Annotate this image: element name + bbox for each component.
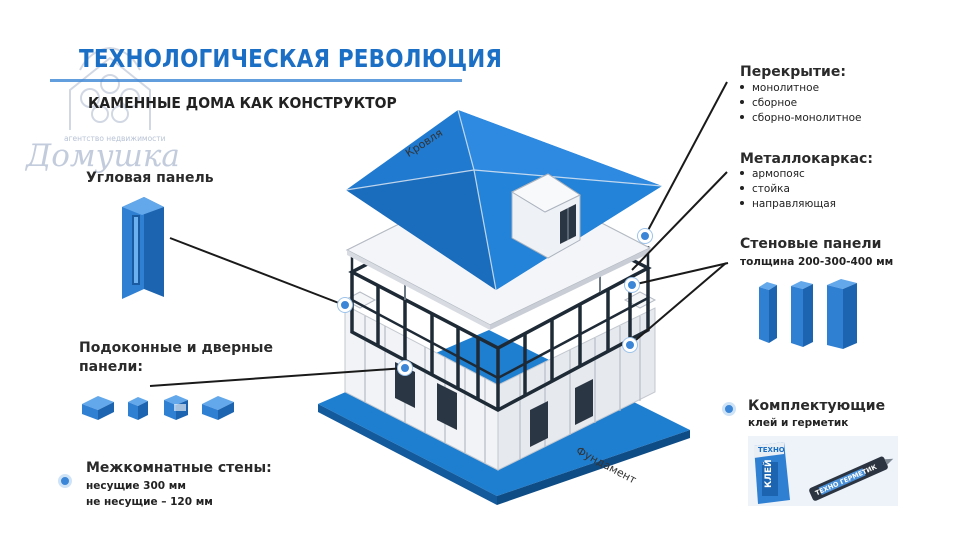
accessories-label: Комплектующие: [748, 398, 886, 414]
floor-item-1: монолитное: [740, 81, 819, 96]
corner-panel-label: Угловая панель: [86, 170, 214, 186]
glue-sealant-text: клей и герметик: [748, 417, 849, 429]
floor-item-3: сборно-монолитное: [740, 111, 861, 126]
corner-panel-icon: [122, 197, 164, 299]
marker-corner-panel: [338, 298, 352, 312]
non-bearing-walls-text: не несущие – 120 мм: [86, 496, 213, 508]
title-underline: [50, 79, 462, 82]
wall-panels-icon: [759, 279, 857, 349]
page-title: ТЕХНОЛОГИЧЕСКАЯ РЕВОЛЮЦИЯ: [79, 44, 503, 73]
marker-sill-panels: [398, 361, 412, 375]
leader-lines: [149, 81, 729, 387]
frame-item-2: стойка: [740, 182, 790, 197]
accessories-image: [748, 436, 898, 506]
accessories-marker: [722, 402, 736, 416]
marker-floor-slab: [638, 229, 652, 243]
interior-walls-marker: [58, 474, 72, 488]
frame-item-3: направляющая: [740, 197, 836, 212]
marker-wall-panels: [623, 338, 637, 352]
interior-walls-label: Межкомнатные стены:: [86, 460, 272, 476]
frame-label: Металлокаркас:: [740, 151, 873, 167]
glue-bag-text: КЛЕЙ: [764, 459, 774, 488]
floor-item-2: сборное: [740, 96, 797, 111]
sill-blocks-icon: [82, 395, 234, 420]
wall-thickness-text: толщина 200-300-400 мм: [740, 256, 894, 268]
page-subtitle: КАМЕННЫЕ ДОМА КАК КОНСТРУКТОР: [88, 94, 397, 112]
glue-bag-brand: ТЕХНО: [758, 446, 785, 454]
frame-item-1: армопояс: [740, 167, 805, 182]
bearing-walls-text: несущие 300 мм: [86, 480, 186, 492]
logo-emblem-icon: [69, 46, 151, 130]
logo-name: Домушка: [26, 138, 180, 174]
sill-door-label-2: панели:: [79, 359, 143, 375]
wall-panels-label: Стеновые панели: [740, 236, 882, 252]
floor-label: Перекрытие:: [740, 64, 846, 80]
marker-metal-frame: [625, 278, 639, 292]
logo-tagline: агентство недвижимости: [64, 134, 166, 143]
sill-door-label-1: Подоконные и дверные: [79, 340, 273, 356]
roof: [345, 109, 663, 291]
